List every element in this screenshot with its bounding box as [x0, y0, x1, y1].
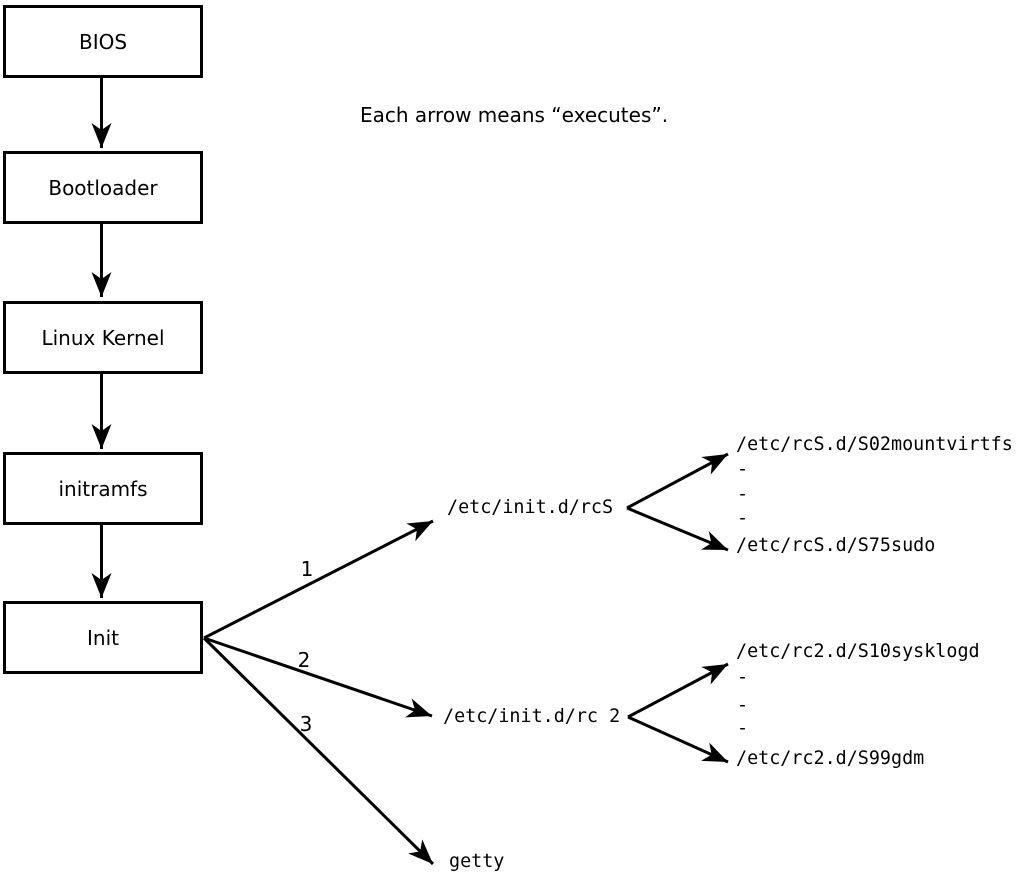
branch-number-3: 3	[299, 712, 313, 736]
target-rcs-script: /etc/init.d/rcS	[447, 496, 614, 518]
rc2-ellipsis-dash: -	[737, 666, 749, 688]
rcs-script-first: /etc/rcS.d/S02mountvirtfs	[736, 433, 1013, 455]
box-init-label: Init	[87, 625, 119, 650]
rc2-ellipsis-dash: -	[737, 694, 749, 716]
rc2-script-last: /etc/rc2.d/S99gdm	[736, 747, 925, 769]
box-initramfs-label: initramfs	[58, 476, 148, 501]
rcs-ellipsis-dash: -	[737, 507, 749, 529]
box-linux-kernel-label: Linux Kernel	[41, 325, 165, 350]
box-initramfs: initramfs	[3, 452, 203, 525]
arrow-rc2-to-s99gdm	[627, 715, 729, 764]
box-linux-kernel: Linux Kernel	[3, 301, 203, 374]
arrow-rcs-to-s75sudo	[626, 506, 729, 552]
rcs-ellipsis-dash: -	[737, 483, 749, 505]
arrow-init-to-rcs	[203, 519, 434, 640]
target-getty: getty	[449, 850, 505, 872]
rcs-ellipsis-dash: -	[737, 458, 749, 480]
box-bios: BIOS	[3, 5, 203, 78]
rc2-ellipsis-dash: -	[737, 717, 749, 739]
legend-note: Each arrow means “executes”.	[360, 103, 669, 127]
target-rc2-script: /etc/init.d/rc 2	[443, 705, 621, 727]
branch-number-2: 2	[297, 648, 311, 672]
arrow-init-to-getty	[202, 636, 435, 866]
box-bootloader-label: Bootloader	[48, 175, 158, 200]
rcs-script-last: /etc/rcS.d/S75sudo	[736, 534, 936, 556]
box-init: Init	[3, 601, 203, 674]
box-bios-label: BIOS	[78, 29, 128, 54]
rc2-script-first: /etc/rc2.d/S10sysklogd	[736, 640, 980, 662]
arrow-rc2-to-s10sysklogd	[627, 662, 729, 719]
branch-number-1: 1	[300, 557, 314, 581]
arrow-init-to-rc2	[203, 636, 433, 718]
box-bootloader: Bootloader	[3, 151, 203, 224]
arrow-rcs-to-s02mountvirtfs	[626, 452, 729, 510]
